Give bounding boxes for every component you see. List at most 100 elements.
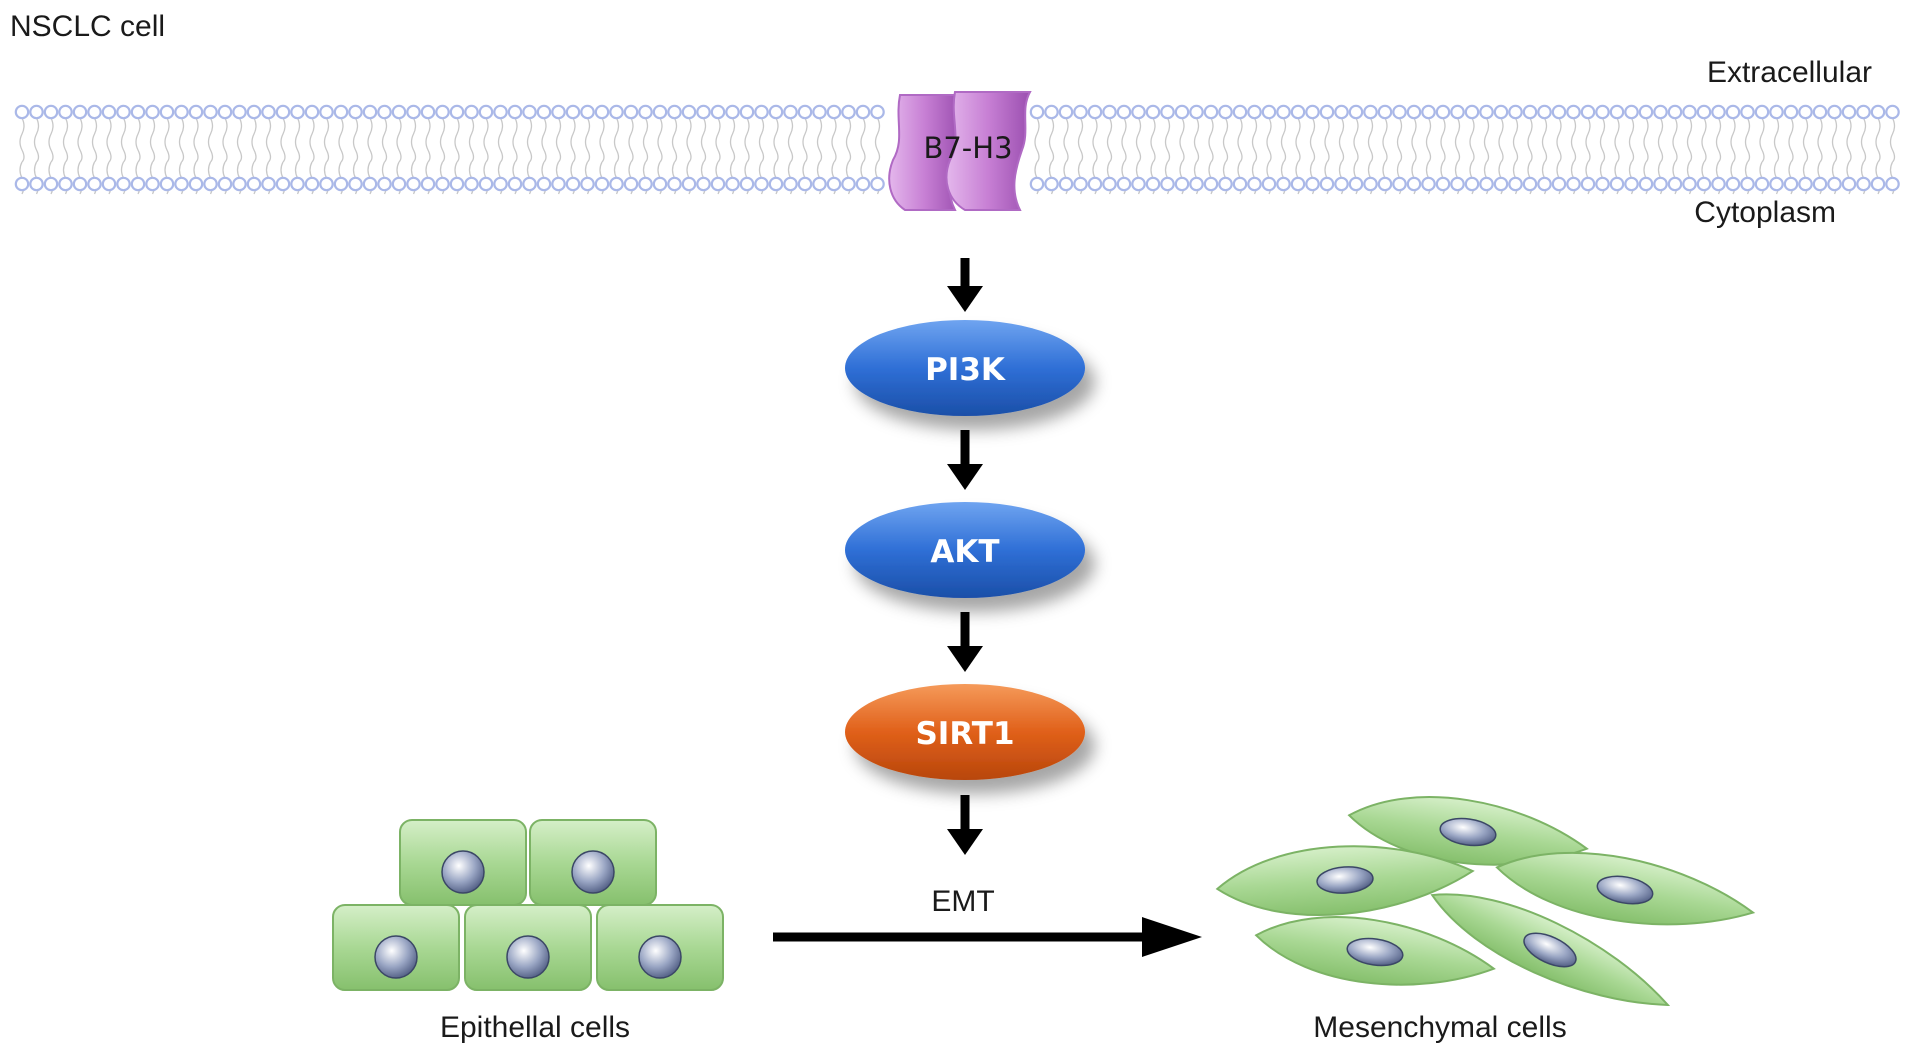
lipid-tail xyxy=(149,117,156,163)
lipid-head xyxy=(1667,104,1683,120)
lipid-tail xyxy=(1875,117,1881,163)
lipid-head xyxy=(1218,176,1233,192)
lipid-head xyxy=(1522,176,1538,192)
lipid-head xyxy=(1102,176,1117,192)
lipid-tail xyxy=(1744,117,1751,163)
mesenchymal-cell xyxy=(1254,916,1496,986)
lipid-head xyxy=(594,176,610,192)
lipid-head xyxy=(1145,104,1161,120)
lipid-tail xyxy=(1672,117,1678,163)
lipid-head xyxy=(1667,176,1683,192)
lipid-head xyxy=(1827,104,1842,120)
lipid-head xyxy=(101,104,117,120)
lipid-head xyxy=(14,104,30,120)
lipid-head xyxy=(609,176,624,192)
lipid-tail xyxy=(1164,117,1171,163)
lipid-tail xyxy=(570,117,576,163)
lipid-head xyxy=(1682,104,1697,120)
lipid-tail xyxy=(715,117,721,163)
lipid-head xyxy=(522,176,537,192)
lipid-head xyxy=(1841,176,1857,192)
lipid-head xyxy=(319,176,334,192)
lipid-tail xyxy=(555,117,562,163)
lipid-tail xyxy=(1512,117,1519,163)
lipid-head xyxy=(116,176,131,192)
lipid-head xyxy=(1798,176,1813,192)
lipid-tail xyxy=(1309,117,1316,163)
lipid-head xyxy=(1116,176,1132,192)
lipid-head xyxy=(768,104,784,120)
lipid-tail xyxy=(845,117,852,163)
lipid-head xyxy=(290,104,305,120)
lipid-head xyxy=(1392,176,1407,192)
lipid-tail xyxy=(686,117,692,163)
lipid-head xyxy=(1145,176,1161,192)
lipid-head xyxy=(420,104,436,120)
lipid-head xyxy=(232,104,247,120)
lipid-head xyxy=(1087,176,1103,192)
lipid-head xyxy=(1174,176,1190,192)
node-sirt1-label: SIRT1 xyxy=(915,716,1014,752)
lipid-head xyxy=(1609,176,1625,192)
lipid-tail xyxy=(1135,117,1142,163)
lipid-tail xyxy=(323,117,330,163)
lipid-head xyxy=(710,104,726,120)
lipid-tail xyxy=(62,117,69,163)
lipid-head xyxy=(449,104,465,120)
lipid-tail xyxy=(541,117,547,163)
lipid-tail xyxy=(1034,117,1040,163)
lipid-head xyxy=(261,176,276,192)
epithelial-cell xyxy=(529,819,657,906)
lipid-head xyxy=(1870,104,1886,120)
lipid-head xyxy=(145,104,160,120)
lipid-tail xyxy=(773,117,779,163)
lipid-head xyxy=(1566,176,1581,192)
lipid-head xyxy=(812,104,827,120)
lipid-head xyxy=(1247,176,1262,192)
lipid-tail xyxy=(1657,117,1664,163)
lipid-head xyxy=(1232,104,1248,120)
lipid-head xyxy=(696,104,711,120)
lipid-tail xyxy=(657,117,663,163)
figure-title: NSCLC cell xyxy=(10,10,165,43)
lipid-head xyxy=(725,104,740,120)
mesenchymal-label: Mesenchymal cells xyxy=(1313,1011,1566,1044)
lipid-tail xyxy=(1831,117,1838,163)
lipid-head xyxy=(870,104,885,120)
lipid-head xyxy=(1203,176,1219,192)
lipid-head xyxy=(1232,176,1248,192)
lipid-head xyxy=(1841,104,1857,120)
lipid-tail xyxy=(526,117,533,163)
lipid-tail xyxy=(1411,117,1417,163)
lipid-tail xyxy=(381,117,388,163)
emt-arrow xyxy=(773,917,1202,957)
lipid-head xyxy=(1769,104,1784,120)
lipid-head xyxy=(1508,104,1523,120)
lipid-head xyxy=(623,104,639,120)
lipid-tail xyxy=(613,117,620,163)
lipid-tail xyxy=(106,117,112,163)
lipid-head xyxy=(43,104,59,120)
lipid-head xyxy=(1696,176,1712,192)
lipid-head xyxy=(1551,176,1567,192)
lipid-head xyxy=(174,176,189,192)
lipid-head xyxy=(739,104,755,120)
lipid-head xyxy=(1348,104,1364,120)
lipid-tail xyxy=(1556,117,1562,163)
lipid-tail xyxy=(802,117,808,163)
lipid-head xyxy=(1276,176,1291,192)
lipid-tail xyxy=(1266,117,1272,163)
lipid-head xyxy=(507,104,523,120)
lipid-head xyxy=(1261,104,1277,120)
lipid-tail xyxy=(164,117,170,163)
lipid-tail xyxy=(1222,117,1229,163)
nucleus xyxy=(638,935,682,979)
lipid-tail xyxy=(1324,117,1330,163)
lipid-tail xyxy=(512,117,518,163)
lipid-head xyxy=(1638,176,1654,192)
lipid-head xyxy=(203,176,218,192)
lipid-tail xyxy=(367,117,373,163)
lipid-tail xyxy=(439,117,446,163)
lipid-head xyxy=(623,176,639,192)
lipid-head xyxy=(1421,176,1436,192)
